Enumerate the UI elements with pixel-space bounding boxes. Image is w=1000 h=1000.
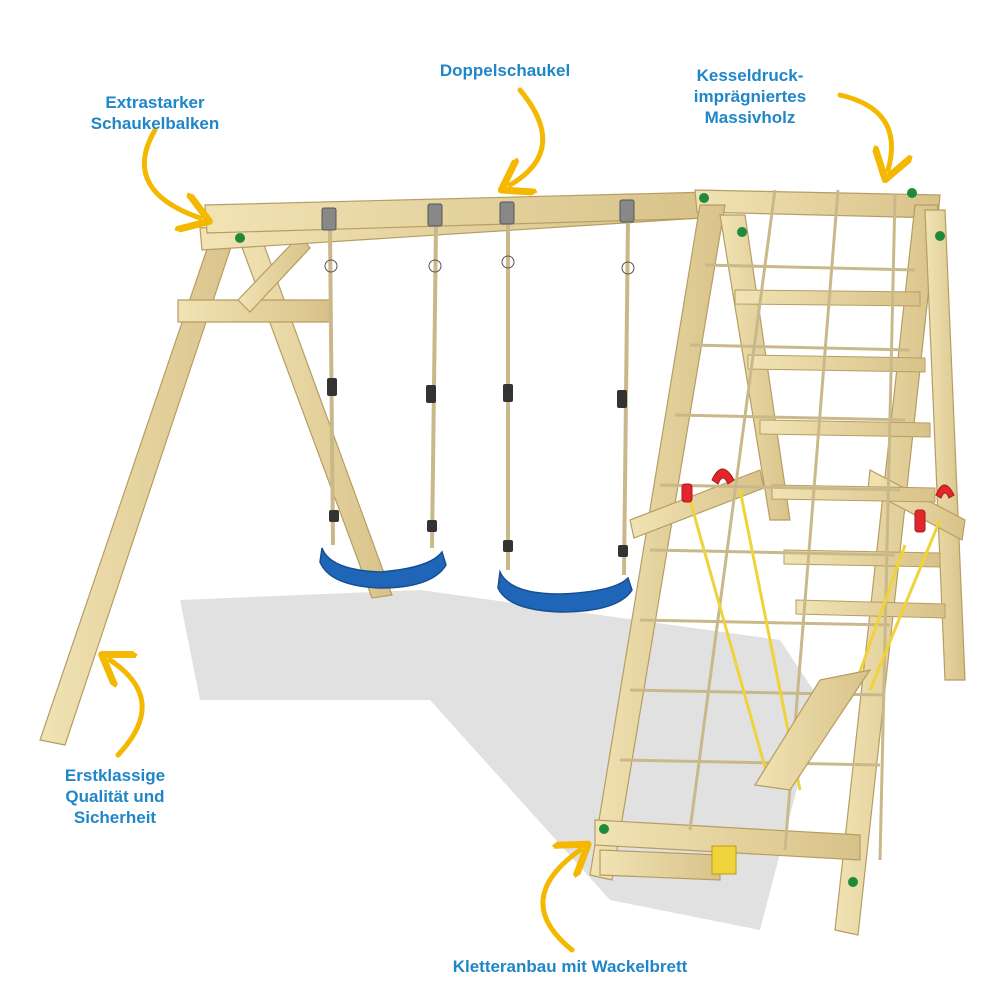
wobble-bridge: [688, 489, 942, 875]
label-line: Sicherheit: [73, 808, 157, 827]
label-line: Erstklassige: [64, 766, 166, 785]
label-line: Massivholz: [704, 108, 796, 127]
callout-arrows: [110, 87, 892, 953]
arrow-kletteranbau: [540, 850, 580, 953]
arrow-doppelschaukel: [510, 87, 546, 185]
label-kesseldruck: Kesseldruck- imprägniertes Massivholz: [665, 65, 835, 128]
label-kletteranbau: Kletteranbau mit Wackelbrett: [420, 956, 720, 977]
swing-seats: [319, 547, 633, 613]
label-line: Qualität und: [65, 787, 165, 806]
arrow-erstklassige: [110, 660, 145, 758]
label-extrastarker-schaukelbalken: Extrastarker Schaukelbalken: [65, 92, 245, 134]
ground-shadows: [180, 590, 820, 930]
label-line: Schaukelbalken: [90, 114, 220, 133]
label-erstklassige-qualitaet: Erstklassige Qualität und Sicherheit: [40, 765, 190, 828]
label-doppelschaukel: Doppelschaukel: [410, 60, 600, 81]
rope-adjusters: [327, 378, 628, 557]
swing-hooks: [321, 199, 635, 275]
swing-ropes: [328, 219, 630, 576]
label-line: Kesseldruck-: [696, 66, 804, 85]
green-caps: [235, 188, 945, 887]
arrow-extrastarker: [141, 127, 200, 218]
label-line: Extrastarker: [105, 93, 205, 112]
label-line: Kletteranbau mit Wackelbrett: [452, 957, 688, 976]
label-line: Doppelschaukel: [439, 61, 571, 80]
swing-seat-left: [319, 547, 447, 589]
climbing-handles: [681, 468, 955, 533]
label-line: imprägniertes: [693, 87, 807, 106]
swing-seat-right: [497, 569, 633, 613]
arrow-kesseldruck: [837, 92, 892, 170]
